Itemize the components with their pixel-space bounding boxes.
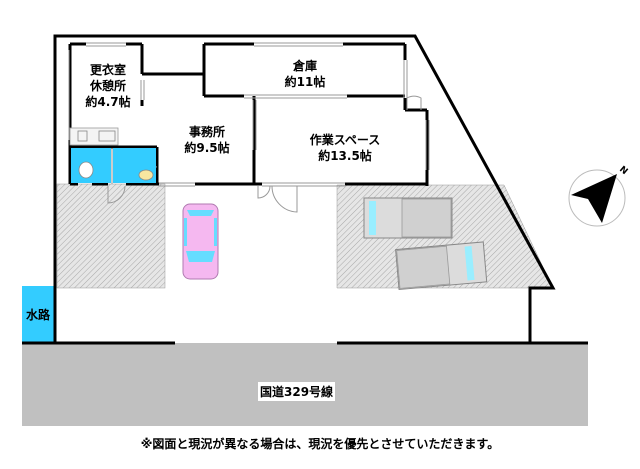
room-name-2: 休憩所 (89, 79, 126, 93)
room-label-office: 事務所 約9.5帖 (172, 124, 242, 156)
svg-text:N: N (617, 165, 629, 178)
room-area: 約11帖 (284, 75, 326, 89)
parking-area-left (56, 183, 166, 289)
disclaimer-note: ※図面と現況が異なる場合は、現況を優先とさせていただきます。 (140, 437, 500, 451)
kitchen-counter (69, 127, 119, 146)
room-label-workspace: 作業スペース 約13.5帖 (300, 132, 390, 164)
room-area: 約4.7帖 (85, 95, 131, 109)
room-label-warehouse: 倉庫 約11帖 (270, 58, 340, 90)
room-name: 事務所 (188, 125, 225, 139)
room-name: 作業スペース (309, 133, 381, 147)
waterway-label: 水路 (25, 308, 50, 322)
room-area: 約9.5帖 (184, 141, 230, 155)
waterway (22, 286, 55, 343)
sink-icon (138, 169, 154, 181)
road-label: 国道329号線 (258, 382, 336, 401)
room-name: 更衣室 (89, 63, 126, 77)
truck-icon-2 (395, 241, 488, 291)
truck-icon-1 (363, 197, 453, 239)
building-walls (68, 42, 429, 186)
room-area: 約13.5帖 (318, 149, 372, 163)
site-boundary (53, 34, 556, 343)
room-label-locker: 更衣室 休憩所 約4.7帖 (78, 62, 138, 110)
room-name: 倉庫 (292, 59, 317, 73)
toilet-icon (78, 161, 94, 179)
north-arrow-icon: N (568, 165, 629, 227)
car-icon (182, 203, 219, 280)
